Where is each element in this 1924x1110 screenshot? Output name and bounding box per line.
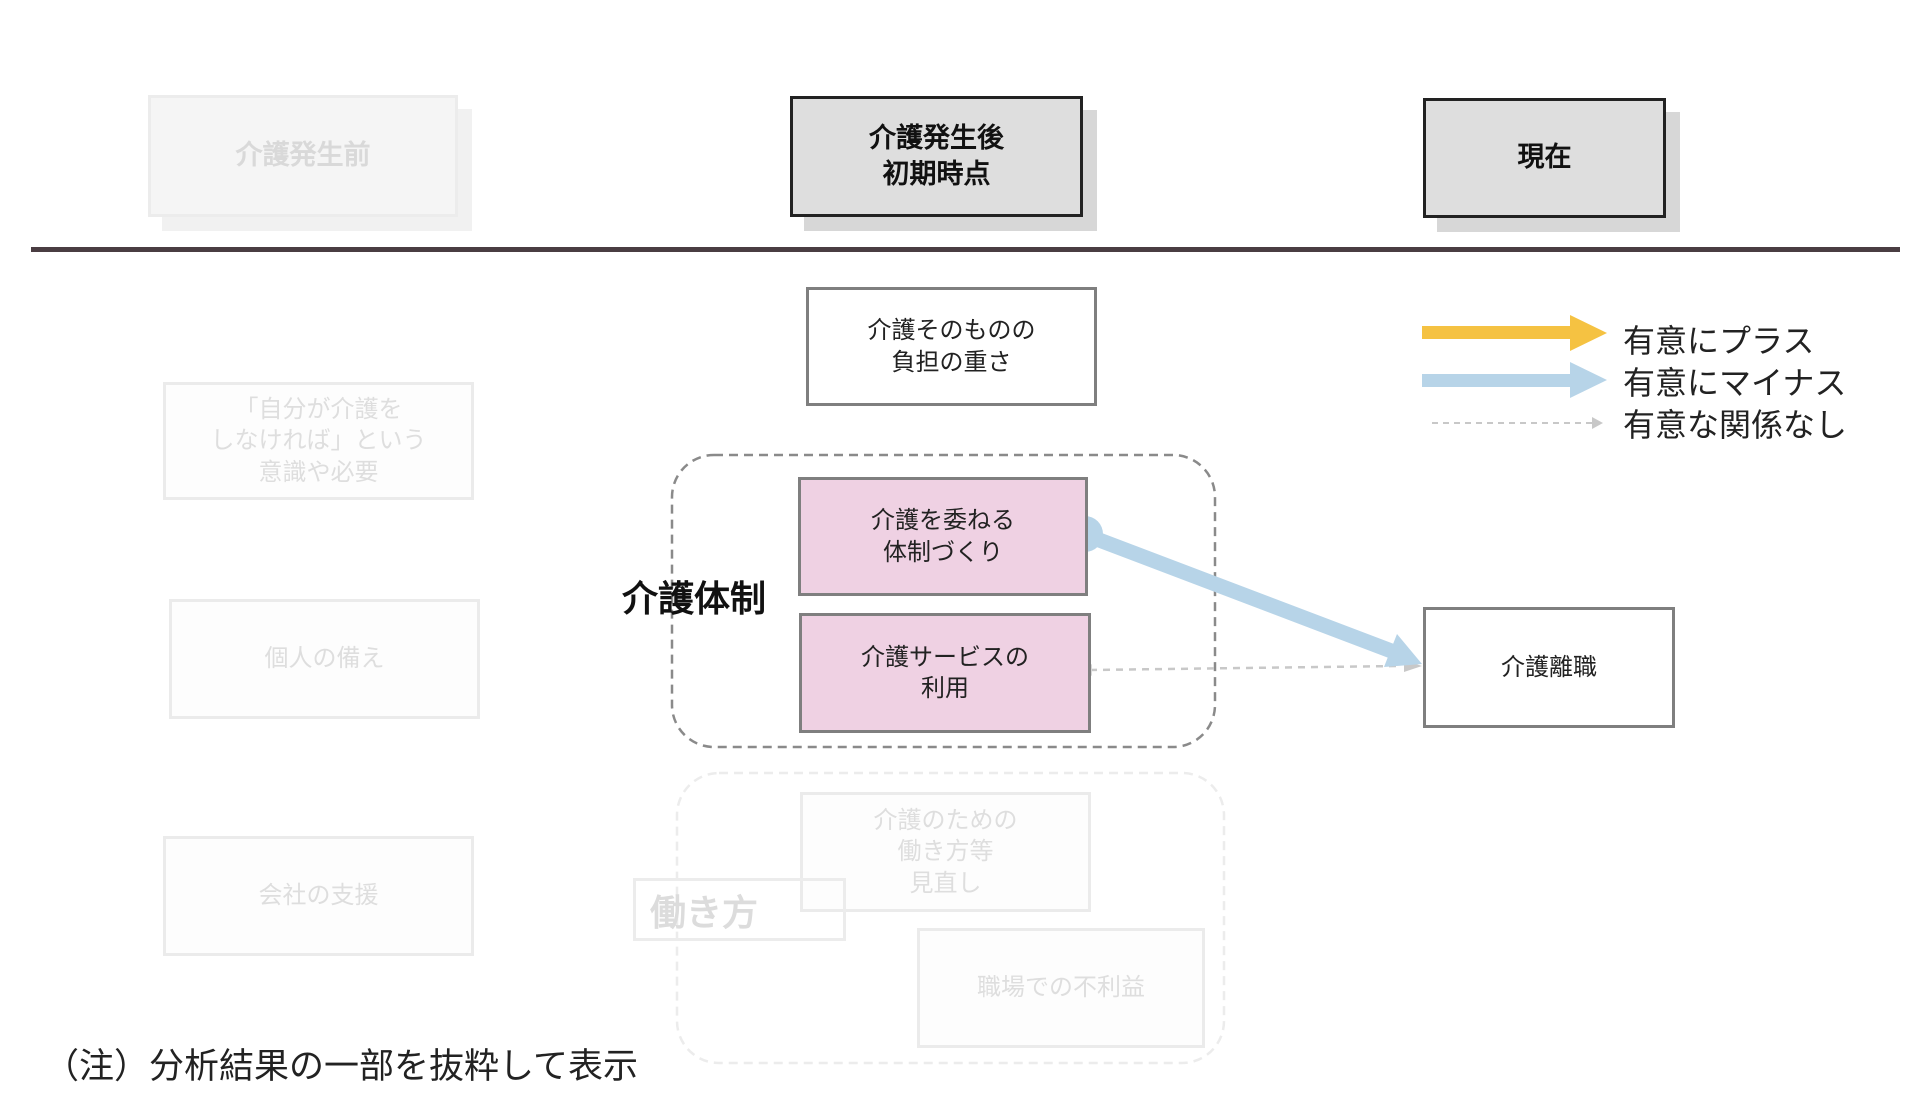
node-work-style-review: 介護のための 働き方等 見直し (800, 792, 1091, 912)
legend-positive-arrow-body (1422, 326, 1572, 339)
header-before-care: 介護発生前 (148, 95, 458, 217)
node-care-burden: 介護そのものの 負担の重さ (806, 287, 1097, 406)
group-label-work-style: 働き方 (633, 878, 846, 941)
legend-positive-arrow-head (1570, 315, 1607, 351)
negative-arrow-head (1384, 634, 1422, 667)
legend-negative-arrow-body (1422, 374, 1572, 387)
legend-negative-arrow-head (1570, 362, 1607, 398)
header-after-care-initial: 介護発生後 初期時点 (790, 96, 1083, 217)
work-style-group-outline (675, 771, 1226, 1065)
node-company-support: 会社の支援 (163, 836, 474, 956)
node-care-resignation: 介護離職 (1423, 607, 1675, 728)
timeline-divider (31, 247, 1900, 252)
legend-label-none: 有意な関係なし (1623, 406, 1848, 444)
negative-arrow-line (1078, 527, 1402, 660)
node-awareness: 「自分が介護を しなければ」という 意識や必要 (163, 382, 474, 500)
node-personal-preparation: 個人の備え (169, 599, 480, 719)
node-service-use: 介護サービスの 利用 (799, 613, 1091, 733)
node-workplace-disadvantage: 職場での不利益 (917, 928, 1205, 1048)
legend-label-negative: 有意にマイナス (1623, 364, 1847, 402)
node-entrust-system: 介護を委ねる 体制づくり (798, 477, 1088, 596)
header-current: 現在 (1423, 98, 1666, 218)
care-system-group-outline (670, 453, 1217, 749)
legend-none-arrow-head (1592, 417, 1603, 429)
no-relation-arrow-line (1089, 664, 1399, 672)
legend-label-positive: 有意にプラス (1623, 322, 1815, 360)
footnote: （注）分析結果の一部を抜粋して表示 (44, 1047, 638, 1087)
group-label-care-system: 介護体制 (622, 579, 767, 620)
